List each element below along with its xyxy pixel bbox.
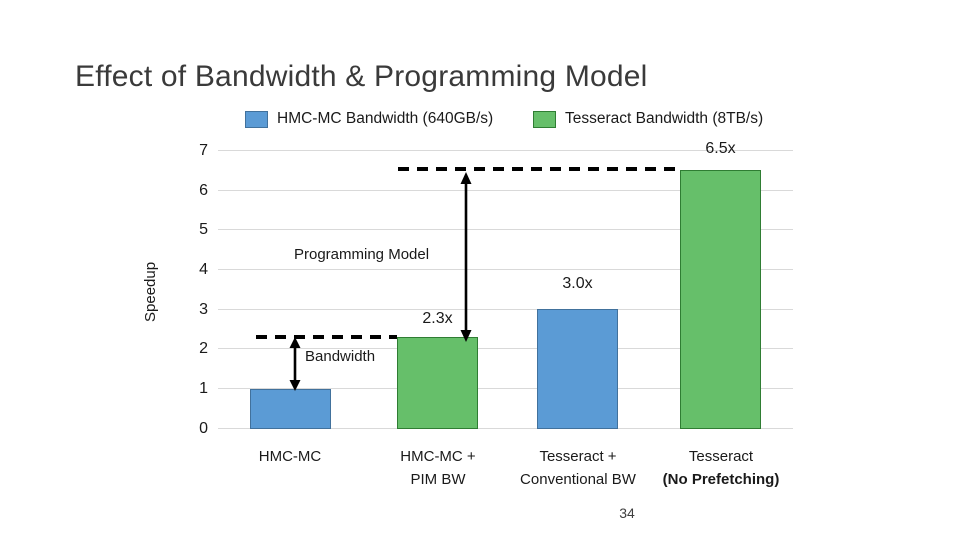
gridline-7: [218, 150, 793, 151]
xlabel-tesseract-no-prefetching: Tesseract (No Prefetching): [662, 448, 780, 488]
gridline-4: [218, 269, 793, 270]
bar-hmc-mc-pim-bw: [397, 337, 478, 429]
dashed-line-6-5x-level: [398, 167, 680, 171]
blue-legend-swatch-icon: [245, 110, 268, 128]
ytick-6: 6: [199, 182, 208, 199]
legend-label: Tesseract Bandwidth (8TB/s): [565, 110, 764, 127]
ytick-2: 2: [199, 340, 208, 357]
xlabel-hmc-mc: HMC-MC: [258, 448, 322, 465]
ytick-3: 3: [199, 301, 208, 318]
bandwidth-delta-arrow-icon: [289, 337, 301, 391]
ytick-7: 7: [199, 142, 208, 159]
programming-model-delta-arrow-icon: [460, 172, 472, 342]
bar-value-label-2-3x: 2.3x: [422, 310, 453, 327]
bandwidth-annotation: Bandwidth: [305, 348, 376, 365]
xlabel-hmc-mc-pim-bw: HMC-MC + PIM BW: [400, 448, 476, 488]
gridline-1: [218, 388, 793, 389]
programming-model-annotation: Programming Model: [294, 246, 430, 263]
ytick-4: 4: [199, 261, 208, 278]
slide-title: Effect of Bandwidth & Programming Model: [75, 60, 648, 93]
ytick-5: 5: [199, 221, 208, 238]
green-legend-swatch-icon: [533, 110, 556, 128]
dashed-line-2-3x-level: [256, 335, 397, 339]
bar-hmc-mc: [250, 389, 331, 429]
gridline-6: [218, 190, 793, 191]
xlabel-tesseract-conventional-bw: Tesseract + Conventional BW: [520, 448, 636, 488]
gridline-2: [218, 348, 793, 349]
ytick-1: 1: [199, 380, 208, 397]
bar-tesseract-conventional-bw: [537, 309, 618, 429]
ytick-0: 0: [199, 420, 208, 437]
gridline-3: [218, 309, 793, 310]
bar-value-label-3-0x: 3.0x: [562, 275, 593, 292]
bar-chart-plot-area: 7 6 5 4 3 2 1 0 Speedup 2.3x 3.0x 6.5x: [142, 140, 793, 488]
legend-label: HMC-MC Bandwidth (640GB/s): [277, 110, 494, 127]
y-axis-title: Speedup: [142, 261, 159, 323]
legend-item-tesseract-bandwidth: Tesseract Bandwidth (8TB/s): [533, 110, 763, 128]
gridline-5: [218, 229, 793, 230]
bar-value-label-6-5x: 6.5x: [705, 140, 736, 157]
gridline-0: [218, 428, 793, 429]
legend-item-hmc-mc-bandwidth: HMC-MC Bandwidth (640GB/s): [245, 110, 493, 128]
page-number: 34: [619, 505, 635, 521]
bar-tesseract-no-prefetching: [680, 170, 761, 429]
